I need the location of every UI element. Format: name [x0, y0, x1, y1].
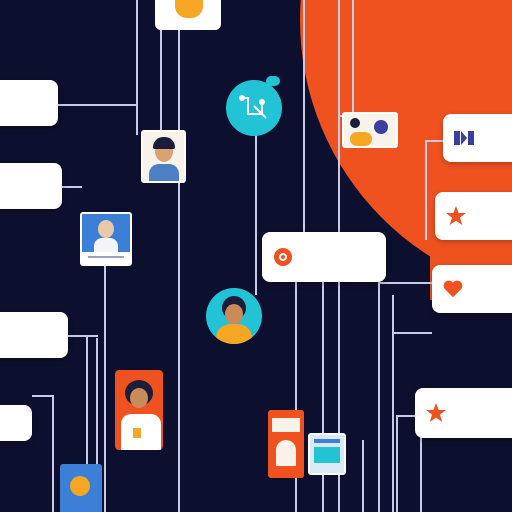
top-card [155, 0, 221, 30]
connector-line [86, 335, 88, 512]
bookmark-icon [453, 127, 475, 149]
illustration-thumbnail [268, 410, 304, 478]
connector-line [178, 0, 180, 512]
connector-line [378, 282, 380, 512]
connector-line [378, 282, 440, 284]
connector-line [392, 295, 394, 512]
connector-line [322, 282, 324, 512]
route-icon [226, 80, 282, 136]
info-card[interactable] [0, 405, 32, 441]
connector-line [396, 415, 420, 417]
badge-icon [133, 428, 141, 438]
connector-line [352, 0, 354, 115]
info-card[interactable] [435, 192, 512, 240]
connector-line [255, 135, 257, 295]
star-icon [445, 205, 467, 227]
connector-line [52, 395, 54, 512]
connector-line [136, 0, 138, 135]
illustration-thumbnail [60, 464, 102, 512]
connector-line [68, 335, 98, 337]
person-avatar [206, 288, 262, 344]
person-portrait [141, 130, 186, 183]
connector-line [362, 440, 364, 512]
folder-icon [175, 0, 203, 18]
info-card[interactable] [432, 265, 512, 313]
connector-line [32, 395, 54, 397]
connector-line [425, 140, 445, 142]
connector-line [160, 0, 162, 130]
info-card[interactable] [0, 163, 62, 209]
star-icon [425, 402, 447, 424]
connector-line [392, 332, 432, 334]
info-card[interactable] [262, 232, 386, 282]
connector-line [96, 338, 98, 512]
connector-line [295, 280, 297, 512]
connector-line [420, 415, 422, 512]
device-screen [308, 433, 346, 475]
person-portrait [115, 370, 163, 450]
connector-line [303, 0, 305, 232]
info-card[interactable] [415, 388, 512, 438]
connector-line [62, 186, 82, 188]
target-icon [272, 246, 294, 268]
connector-line [425, 140, 427, 240]
info-card[interactable] [0, 312, 68, 358]
info-card[interactable] [0, 80, 58, 126]
person-portrait [80, 212, 132, 266]
connector-line [58, 104, 138, 106]
connector-line [396, 415, 398, 512]
connector-line [104, 265, 106, 512]
heart-icon [442, 278, 464, 300]
illustration-thumbnail [342, 112, 398, 148]
info-card[interactable] [443, 114, 512, 162]
chat-bubble-shape [266, 76, 280, 86]
